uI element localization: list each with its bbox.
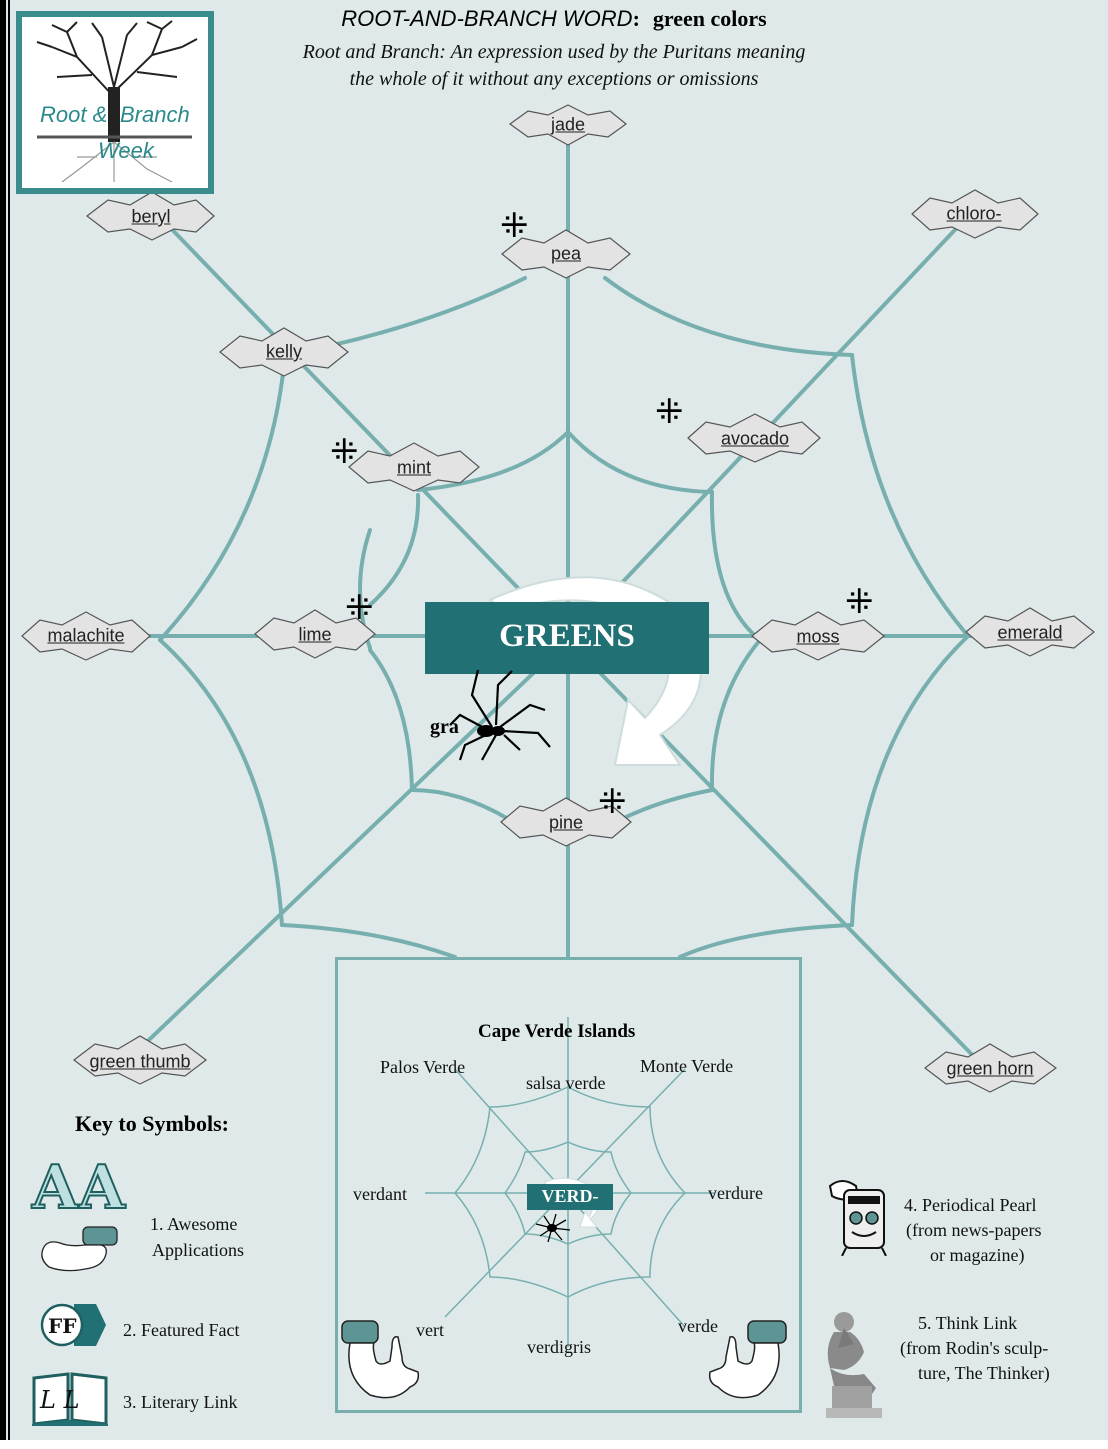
node-avocado[interactable]: avocado — [720, 428, 790, 449]
awesome-applications-aa-icon: AA — [30, 1152, 128, 1224]
inset-verdant: verdant — [353, 1184, 407, 1204]
node-lime[interactable]: lime — [298, 624, 332, 645]
spider-text: gra — [430, 716, 459, 738]
bottom-white-strip — [0, 1440, 1108, 1449]
node-jade[interactable]: jade — [550, 114, 586, 135]
marker-star-icon: ⁜ — [345, 588, 374, 628]
title-topic: green colors — [652, 6, 767, 31]
logo-week-text: Week — [98, 138, 154, 163]
marker-star-icon: ⁜ — [500, 206, 529, 246]
key-item-4-line-2: (from news-papers — [906, 1220, 1042, 1240]
inset-title: Cape Verde Islands — [478, 1021, 636, 1042]
key-item-1-line-1: 1. Awesome — [150, 1214, 238, 1234]
small-spider-icon — [535, 1213, 571, 1243]
node-chloro[interactable]: chloro- — [946, 203, 1002, 224]
node-green-horn[interactable]: green horn — [946, 1058, 1034, 1079]
page-title: ROOT-AND-BRANCH WORD: green colors — [0, 6, 1108, 32]
subtitle-line-2: the whole of it without any exceptions o… — [349, 68, 759, 90]
node-mint[interactable]: mint — [396, 457, 432, 478]
left-border-bar — [0, 0, 6, 1449]
featured-fact-ff-icon: FF — [40, 1303, 106, 1347]
inset-box — [335, 957, 802, 1413]
marker-star-icon: ⁜ — [845, 582, 874, 622]
key-title: Key to Symbols: — [75, 1111, 229, 1136]
key-item-1-line-2: Applications — [152, 1240, 244, 1260]
marker-star-icon: ⁜ — [598, 782, 627, 822]
flexed-arm-icon — [41, 1226, 118, 1272]
key-item-5-line-2: (from Rodin's sculp- — [900, 1338, 1049, 1358]
node-beryl[interactable]: beryl — [131, 206, 171, 227]
logo-root-text: Root & — [40, 102, 108, 127]
inset-verde: verde — [678, 1316, 718, 1336]
thumbs-up-left-icon — [341, 1320, 420, 1399]
node-pine[interactable]: pine — [548, 812, 584, 833]
inset-monte: Monte Verde — [640, 1056, 734, 1076]
node-green-thumb[interactable]: green thumb — [89, 1051, 191, 1072]
subtitle-line-1: Root and Branch: An expression used by t… — [302, 41, 806, 63]
marker-star-icon: ⁜ — [655, 392, 684, 432]
left-border-thin-line — [8, 0, 10, 1449]
inset-center-label: VERD- — [541, 1186, 599, 1206]
key-item-4-line-3: or magazine) — [930, 1245, 1025, 1265]
aa-letters: AA — [31, 1153, 127, 1223]
inset-salsa: salsa verde — [526, 1073, 606, 1093]
ll-letters: L L — [39, 1386, 80, 1414]
root-and-branch-logo: Root & Branch Week — [16, 11, 214, 194]
node-kelly[interactable]: kelly — [265, 341, 303, 362]
center-label: GREENS — [499, 618, 635, 654]
periodical-pearl-icon — [828, 1180, 887, 1256]
key-item-4-line-1: 4. Periodical Pearl — [904, 1195, 1037, 1215]
inset-palos: Palos Verde — [380, 1057, 466, 1077]
inset-center-banner: VERD- — [527, 1184, 613, 1210]
title-colon: : — [632, 6, 640, 31]
key-item-5-line-3: ture, The Thinker) — [918, 1363, 1050, 1383]
key-item-5-line-1: 5. Think Link — [918, 1313, 1018, 1333]
thumbs-up-right-icon — [708, 1320, 787, 1399]
ff-letters: FF — [48, 1314, 76, 1338]
inset-verdure: verdure — [708, 1183, 763, 1203]
node-malachite[interactable]: malachite — [47, 625, 125, 646]
title-main: ROOT-AND-BRANCH WORD — [341, 6, 633, 31]
center-banner: GREENS — [425, 602, 709, 674]
spider-icon — [449, 669, 551, 761]
key-item-2: 2. Featured Fact — [123, 1320, 240, 1340]
literary-link-book-icon: L L — [32, 1372, 108, 1426]
node-moss[interactable]: moss — [796, 626, 840, 647]
marker-star-icon: ⁜ — [330, 432, 359, 472]
inset-vert: vert — [416, 1320, 444, 1340]
node-emerald[interactable]: emerald — [997, 622, 1063, 643]
key-item-3: 3. Literary Link — [123, 1392, 238, 1412]
thinker-statue-icon — [826, 1312, 882, 1418]
node-pea[interactable]: pea — [550, 243, 582, 264]
inset-verdigris: verdigris — [527, 1337, 591, 1357]
logo-branch-text: Branch — [120, 102, 190, 127]
tree-icon — [36, 20, 198, 183]
